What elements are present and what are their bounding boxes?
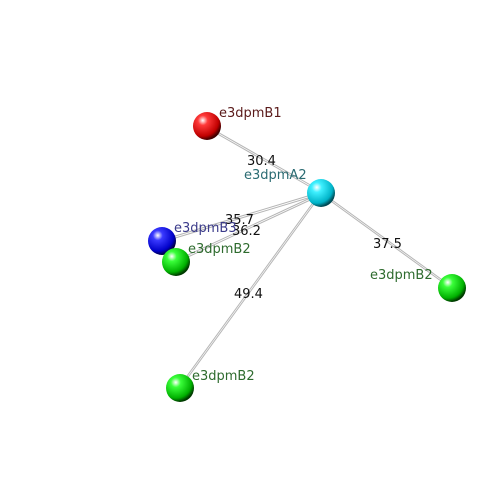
edge-a2-b1: [206, 125, 322, 194]
edge-label-a2-b3: 35.7: [225, 213, 254, 228]
node-a2-sphere[interactable]: [307, 179, 335, 207]
edge-a2-b2-left: [174, 192, 322, 264]
edge-a2-b3: [161, 191, 322, 243]
node-b2-bottom-sphere[interactable]: [166, 374, 194, 402]
edge-label-a2-b2-left: 36.2: [232, 224, 261, 239]
node-b2-right-sphere[interactable]: [438, 274, 466, 302]
node-b2-left-sphere[interactable]: [162, 248, 190, 276]
node-b1-sphere[interactable]: [193, 112, 221, 140]
edge-label-a2-b2-bottom: 49.4: [234, 287, 263, 302]
edge-label-a2-b2-right: 37.5: [373, 237, 402, 252]
edge-a2-b2-bottom: [178, 192, 323, 388]
node-b1-label: e3dpmB1: [219, 106, 282, 121]
node-b3-sphere[interactable]: [148, 227, 176, 255]
edges: [161, 125, 453, 388]
edge-a2-b2-right: [320, 191, 453, 290]
node-b3-label: e3dpmB3: [174, 221, 237, 236]
node-b2-left-label: e3dpmB2: [188, 242, 251, 257]
edge-label-a2-b1: 30.4: [247, 154, 276, 169]
node-a2-label: e3dpmA2: [244, 168, 307, 183]
node-b2-right-label: e3dpmB2: [370, 268, 433, 283]
node-b2-bottom-label: e3dpmB2: [192, 369, 255, 384]
